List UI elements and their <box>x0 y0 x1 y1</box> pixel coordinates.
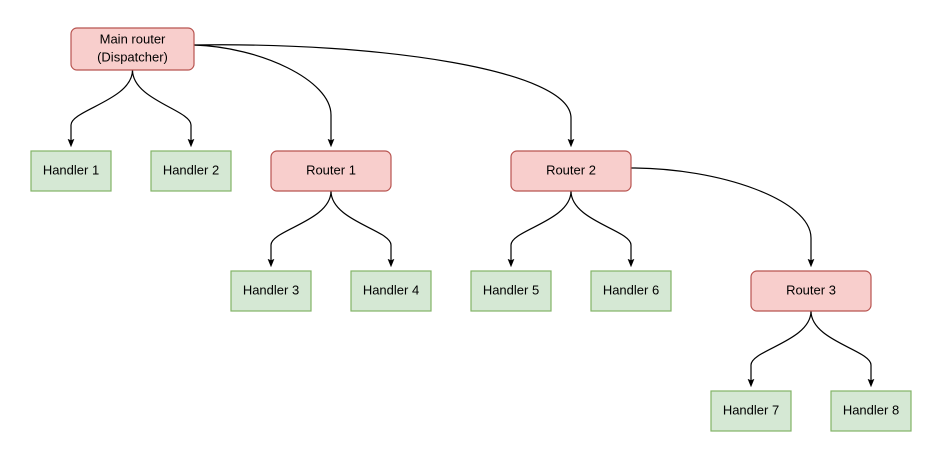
router-3-shape[interactable] <box>750 270 872 312</box>
node-router-2[interactable]: Router 2 <box>510 150 632 192</box>
edge-main-to-handler-2 <box>131 69 195 148</box>
node-router-1[interactable]: Router 1 <box>270 150 392 192</box>
edge-router-1-to-handler-4 <box>330 190 395 268</box>
edge-router-2-to-handler-5 <box>507 190 572 268</box>
edges-layer <box>67 44 875 388</box>
handler-3-shape[interactable] <box>230 270 312 312</box>
router-2-shape[interactable] <box>510 150 632 192</box>
node-handler-6[interactable]: Handler 6 <box>590 270 672 312</box>
edge-router-3-to-handler-7 <box>747 310 812 388</box>
node-handler-8[interactable]: Handler 8 <box>830 390 912 432</box>
edge-router-2-to-handler-6 <box>570 190 635 268</box>
node-handler-3[interactable]: Handler 3 <box>230 270 312 312</box>
node-handler-2[interactable]: Handler 2 <box>150 150 232 192</box>
handler-8-shape[interactable] <box>830 390 912 432</box>
handler-7-shape[interactable] <box>710 390 792 432</box>
handler-2-shape[interactable] <box>150 150 232 192</box>
nodes-layer: Main router(Dispatcher) Handler 1 Handler … <box>30 27 912 432</box>
edge-main-to-router-2 <box>193 44 575 148</box>
handler-1-shape[interactable] <box>30 150 112 192</box>
handler-4-shape[interactable] <box>350 270 432 312</box>
node-handler-1[interactable]: Handler 1 <box>30 150 112 192</box>
node-main-router[interactable]: Main router(Dispatcher) <box>70 27 195 71</box>
node-handler-4[interactable]: Handler 4 <box>350 270 432 312</box>
edge-router-3-to-handler-8 <box>810 310 875 388</box>
router-1-shape[interactable] <box>270 150 392 192</box>
edge-router-1-to-handler-3 <box>267 190 332 268</box>
handler-5-shape[interactable] <box>470 270 552 312</box>
node-router-3[interactable]: Router 3 <box>750 270 872 312</box>
node-handler-7[interactable]: Handler 7 <box>710 390 792 432</box>
main-router-shape[interactable] <box>70 27 195 71</box>
handler-6-shape[interactable] <box>590 270 672 312</box>
edge-main-to-handler-1 <box>67 69 134 148</box>
node-handler-5[interactable]: Handler 5 <box>470 270 552 312</box>
edge-main-to-router-1 <box>193 44 335 148</box>
edge-router-2-to-router-3 <box>630 167 815 268</box>
